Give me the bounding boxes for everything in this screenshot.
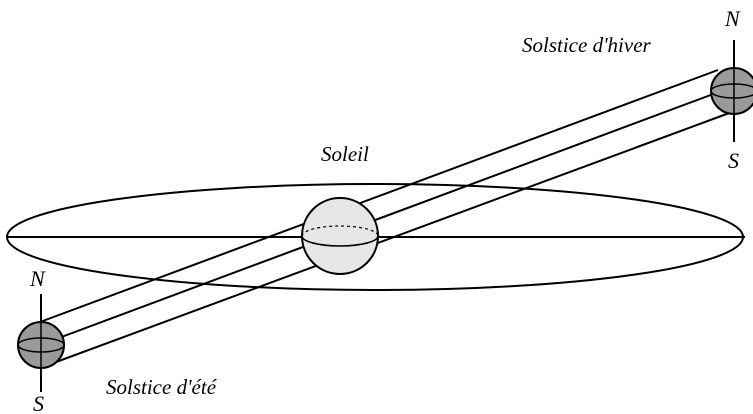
- winter-earth-sphere: [711, 68, 753, 114]
- tube-middle-line: [40, 90, 724, 345]
- label-winter-north: N: [724, 6, 741, 31]
- label-summer-north: N: [29, 266, 46, 291]
- sun: [302, 198, 378, 274]
- label-winter-solstice: Solstice d'hiver: [522, 33, 652, 57]
- label-summer-south: S: [33, 391, 44, 414]
- label-winter-south: S: [728, 148, 739, 173]
- tube-lower-edge: [48, 112, 732, 365]
- label-sun: Soleil: [321, 142, 369, 166]
- earth-winter-solstice: [711, 40, 753, 142]
- earth-summer-solstice: [18, 294, 64, 392]
- label-summer-solstice: Solstice d'été: [106, 375, 218, 399]
- sun-sphere: [302, 198, 378, 274]
